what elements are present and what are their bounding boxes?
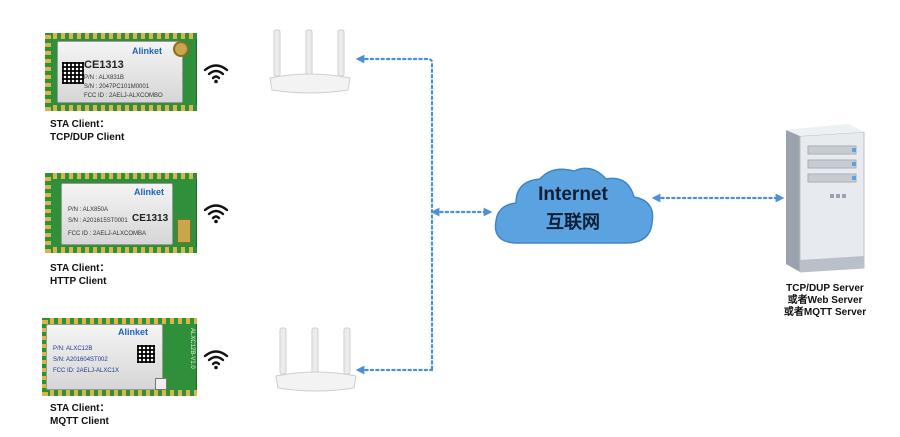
- wifi-module-2: Alinket P/N : ALX850A S/N : A201615ST000…: [45, 173, 197, 253]
- antenna-connector-icon: [173, 41, 189, 57]
- serial-number: S/N : 2047PC101M0001: [84, 84, 150, 90]
- fcc-id: FCC ID : 2AELJ-ALXCOMBO: [84, 93, 163, 99]
- client-label-3: STA Client：MQTT Client: [50, 403, 110, 427]
- router-icon: [275, 327, 357, 392]
- module-shield: Alinket P/N : ALX850A S/N : A201615ST000…: [61, 183, 173, 245]
- serial-number: S/N: A201604ST002: [53, 357, 108, 363]
- wifi-module-3: Alinket P/N: ALXC12B S/N: A201604ST002 F…: [42, 318, 197, 396]
- brand-label: Alinket: [117, 327, 148, 337]
- reset-button-icon: [155, 378, 167, 390]
- client-label-2: STA Client：HTTP Client: [50, 263, 110, 287]
- link-router-top: [355, 54, 434, 372]
- part-number: P/N : ALX850A: [68, 207, 109, 213]
- part-number: P/N : ALX831B: [84, 75, 125, 81]
- module-shield: Alinket CE1313 P/N : ALX831B S/N : 2047P…: [57, 41, 183, 103]
- qr-code-icon: [62, 62, 84, 84]
- part-number: P/N: ALXC12B: [53, 346, 93, 352]
- internet-label-cn: 互联网: [546, 212, 600, 232]
- cloud-icon: [494, 167, 654, 244]
- module-edge-label: ALXC12B-V1.0: [189, 328, 195, 369]
- server-icon: [786, 124, 865, 273]
- wifi-module-1: Alinket CE1313 P/N : ALX831B S/N : 2047P…: [45, 33, 197, 111]
- internet-label: Internet: [538, 184, 608, 205]
- wifi-icon: [203, 64, 229, 84]
- wifi-icon: [203, 204, 229, 224]
- wifi-icon: [203, 350, 229, 370]
- fcc-id: FCC ID : 2AELJ-ALXCOMBA: [68, 231, 147, 237]
- qr-code-icon: [137, 345, 155, 363]
- ce-mark: CE1313: [132, 213, 169, 224]
- brand-label: Alinket: [133, 187, 164, 197]
- ce-mark: CE1313: [84, 59, 124, 71]
- brand-label: Alinket: [131, 46, 162, 56]
- module-shield: Alinket P/N: ALXC12B S/N: A201604ST002 F…: [46, 324, 163, 390]
- fcc-id: FCC ID: 2AELJ-ALXC1X: [53, 368, 120, 374]
- chip-antenna-icon: [177, 219, 191, 243]
- client-label-1: STA Client：TCP/DUP Client: [50, 119, 125, 143]
- serial-number: S/N : A201615ST0001: [68, 218, 128, 224]
- router-icon: [269, 29, 351, 94]
